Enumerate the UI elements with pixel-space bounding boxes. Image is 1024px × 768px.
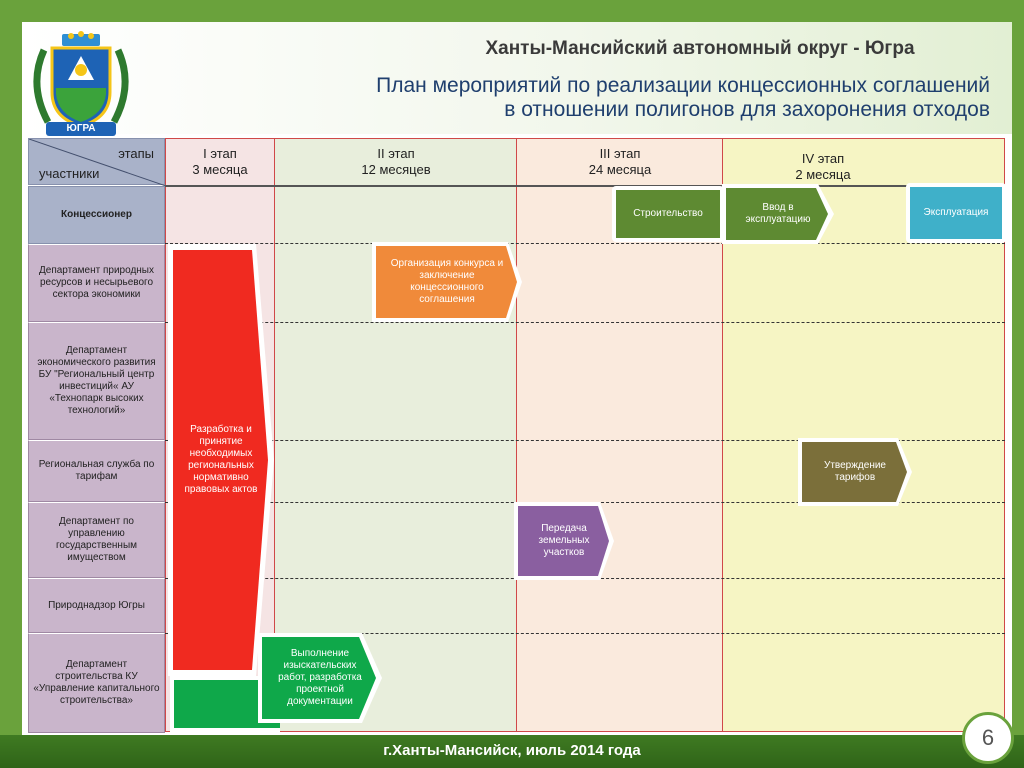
task-construction[interactable]: Строительство (612, 186, 724, 242)
row-divider (165, 633, 1005, 634)
participant-row-label: Департамент природных ресурсов и несырье… (28, 244, 165, 322)
participant-row-label: Департамент экономического развития БУ "… (28, 322, 165, 440)
participant-row-label: Концессионер (28, 186, 165, 244)
task-label: Ввод в эксплуатацию (745, 202, 811, 225)
plan-title-line2: в отношении полигонов для захоронения от… (504, 98, 990, 121)
stage-name: III этап (599, 146, 641, 161)
task-label: Эксплуатация (923, 207, 989, 218)
task-legal-acts[interactable]: Разработка и принятие необходимых регион… (168, 244, 274, 676)
task-operation[interactable]: Эксплуатация (906, 183, 1006, 243)
stage-duration: 24 месяца (588, 162, 652, 177)
task-commissioning[interactable]: Ввод в эксплуатацию (722, 184, 834, 244)
coat-of-arms-icon: ЮГРА (26, 30, 136, 138)
plan-title-line1: План мероприятий по реализации концессио… (376, 74, 990, 97)
emblem-ribbon-text: ЮГРА (66, 123, 96, 134)
stage-name: IV этап (801, 151, 845, 166)
header-divider (165, 185, 1005, 187)
slide-frame-left (0, 0, 22, 768)
stage-name: II этап (377, 146, 415, 161)
task-label: Выполнение изыскательских работ, разрабо… (278, 648, 362, 707)
task-competition[interactable]: Организация конкурса и заключение концес… (372, 242, 522, 322)
slide-frame-right (1012, 0, 1024, 768)
stage-duration: 12 месяцев (361, 162, 431, 177)
task-label: Разработка и принятие необходимых регион… (184, 424, 258, 495)
stage-duration: 3 месяца (192, 162, 248, 177)
page-number: 6 (962, 712, 1014, 764)
row-divider (165, 322, 1005, 323)
corner-stages-label: этапы (118, 146, 154, 161)
stage-header-1: I этап 3 месяца (165, 146, 275, 178)
stage-header-2: II этап 12 месяцев (275, 146, 517, 178)
task-land-transfer[interactable]: Передача земельных участков (514, 502, 614, 580)
region-title: Ханты-Мансийский автономный округ - Югра (485, 38, 915, 59)
title-band (22, 22, 1012, 134)
corner-participants-label: участники (39, 166, 100, 181)
slide-frame-top (0, 0, 1024, 22)
participant-row-label: Департамент по управлению государственны… (28, 502, 165, 578)
row-divider (165, 440, 1005, 441)
stage-duration: 2 месяца (795, 167, 851, 182)
table-corner-cell: этапы участники (28, 138, 166, 186)
slide-footer-bar (0, 735, 1024, 768)
stage-name: I этап (203, 146, 237, 161)
participant-row-label: Природнадзор Югры (28, 578, 165, 633)
task-label: Строительство (633, 208, 703, 219)
task-tariffs[interactable]: Утверждение тарифов (798, 438, 912, 506)
row-divider (165, 243, 1005, 244)
participant-row-label: Региональная служба по тарифам (28, 440, 165, 502)
task-label: Утверждение тарифов (823, 460, 886, 483)
task-label: Организация конкурса и заключение концес… (390, 258, 504, 305)
stage-header-3: III этап 24 месяца (517, 146, 723, 178)
plan-title: План мероприятий по реализации концессио… (230, 74, 990, 122)
participant-row-label: Департамент строительства КУ «Управление… (28, 633, 165, 733)
task-label: Передача земельных участков (538, 523, 590, 558)
footer-city-date: г.Ханты-Мансийск, июль 2014 года (383, 742, 641, 759)
stage-header-4: IV этап 2 месяца (723, 151, 923, 183)
task-survey[interactable]: Выполнение изыскательских работ, разрабо… (258, 633, 382, 723)
